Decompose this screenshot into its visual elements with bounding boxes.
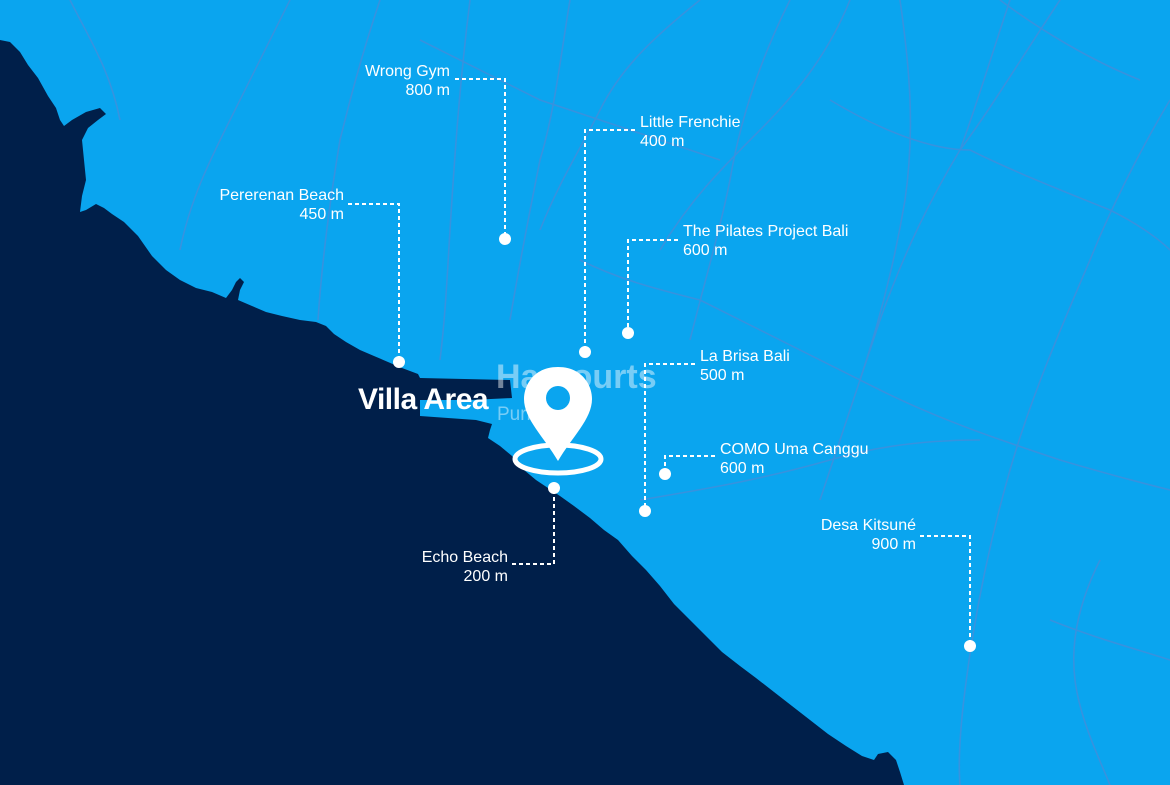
marker-dot-la-brisa[interactable] bbox=[639, 505, 651, 517]
place-distance: 400 m bbox=[640, 133, 685, 150]
marker-dot-wrong-gym[interactable] bbox=[499, 233, 511, 245]
place-label-la-brisa[interactable]: La Brisa Bali 500 m bbox=[700, 347, 790, 385]
place-name: Echo Beach bbox=[421, 549, 508, 566]
place-label-echo-beach[interactable]: Echo Beach 200 m bbox=[422, 548, 508, 586]
place-distance: 900 m bbox=[871, 536, 916, 553]
place-distance: 500 m bbox=[700, 367, 745, 384]
marker-dots bbox=[393, 233, 976, 652]
place-distance: 600 m bbox=[720, 460, 765, 477]
connector-desa-kitsune bbox=[920, 535, 971, 646]
connector-como-uma bbox=[664, 455, 715, 474]
connector-lines bbox=[348, 78, 971, 646]
land-mass bbox=[0, 40, 904, 785]
place-distance: 450 m bbox=[299, 206, 344, 223]
connector-pererenan-beach bbox=[348, 203, 400, 362]
place-name: The Pilates Project Bali bbox=[683, 223, 849, 240]
connector-la-brisa bbox=[644, 363, 695, 511]
place-name: Pererenan Beach bbox=[219, 187, 344, 204]
marker-dot-desa-kitsune[interactable] bbox=[964, 640, 976, 652]
marker-dot-little-frenchie[interactable] bbox=[579, 346, 591, 358]
place-label-wrong-gym[interactable]: Wrong Gym 800 m bbox=[365, 62, 450, 100]
place-distance: 200 m bbox=[463, 568, 508, 585]
place-label-pererenan-beach[interactable]: Pererenan Beach 450 m bbox=[219, 186, 344, 224]
place-name: Little Frenchie bbox=[640, 114, 741, 131]
location-pin-icon[interactable] bbox=[510, 365, 606, 477]
road-network bbox=[69, 0, 1170, 785]
connector-little-frenchie bbox=[584, 129, 635, 352]
place-name: Wrong Gym bbox=[364, 63, 450, 80]
villa-area-label: Villa Area bbox=[358, 383, 489, 416]
place-distance: 600 m bbox=[683, 242, 728, 259]
marker-dot-como-uma[interactable] bbox=[659, 468, 671, 480]
marker-dot-pererenan-beach[interactable] bbox=[393, 356, 405, 368]
place-name: Desa Kitsuné bbox=[820, 517, 916, 534]
place-label-como-uma[interactable]: COMO Uma Canggu 600 m bbox=[720, 440, 869, 478]
connector-echo-beach bbox=[512, 488, 555, 565]
connector-pilates-project bbox=[627, 239, 678, 333]
place-label-pilates-project[interactable]: The Pilates Project Bali 600 m bbox=[683, 222, 848, 260]
place-label-desa-kitsune[interactable]: Desa Kitsuné 900 m bbox=[821, 516, 916, 554]
connector-wrong-gym bbox=[455, 78, 506, 239]
marker-dot-echo-beach[interactable] bbox=[548, 482, 560, 494]
place-name: COMO Uma Canggu bbox=[720, 441, 869, 458]
marker-dot-pilates-project[interactable] bbox=[622, 327, 634, 339]
place-label-little-frenchie[interactable]: Little Frenchie 400 m bbox=[640, 113, 741, 151]
place-name: La Brisa Bali bbox=[700, 348, 790, 365]
place-distance: 800 m bbox=[405, 82, 450, 99]
